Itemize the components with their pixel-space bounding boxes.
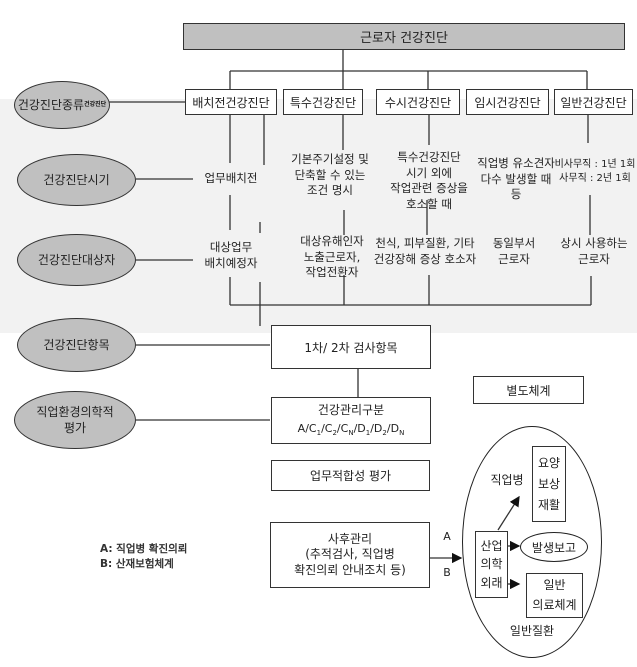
timing-line: 시기 외에	[406, 165, 452, 180]
timing-line: 다수 발생할 때	[480, 171, 552, 186]
exam-type-label: 수시건강진단	[384, 95, 452, 110]
clinic-line: 산업	[480, 538, 503, 553]
legend-item-a: A: 직업병 확진의뢰	[100, 543, 188, 555]
exam-type-box-1: 특수건강진단	[283, 89, 363, 115]
target-line: 근로자	[578, 251, 610, 266]
timing-text-1: 기본주기설정 및 단축할 수 있는 조건 명시	[278, 152, 382, 199]
work-fitness-box: 업무적합성 평가	[271, 460, 430, 491]
followup-box: 사후관리 (추적검사, 직업병 확진의뢰 안내조치 등)	[270, 522, 430, 588]
legend-item-b: B: 산재보험체계	[100, 558, 174, 571]
oval-evaluation-line1: 직업환경의학적	[36, 404, 114, 419]
oval-exam-targets: 건강진단대상자	[17, 234, 136, 286]
clinic-line: 외래	[480, 575, 503, 590]
oval-exam-timing: 건강진단시기	[17, 154, 136, 206]
timing-line: 특수건강진단	[397, 150, 461, 164]
general-care-box: 일반 의료체계	[526, 573, 583, 618]
followup-line: (추적검사, 직업병	[305, 547, 395, 562]
arrow-label-b: B	[443, 566, 451, 579]
timing-line: 기본주기설정 및	[291, 152, 369, 166]
timing-line: 사무직 : 2년 1회	[559, 172, 631, 184]
compensation-line: 재활	[537, 497, 561, 512]
target-line: 노출근로자,	[303, 249, 361, 264]
health-mgmt-codes: A/C1/C2/CN/D1/D2/DN	[297, 422, 405, 438]
arrow-label-a: A	[443, 530, 451, 543]
exam-type-box-2: 수시건강진단	[376, 89, 460, 115]
oval-exam-targets-label: 건강진단대상자	[37, 252, 116, 267]
general-care-line: 의료체계	[532, 597, 577, 612]
exam-type-box-3: 임시건강진단	[466, 89, 549, 115]
target-line: 근로자	[498, 251, 530, 266]
timing-text-3: 직업병 유소견자 다수 발생할 때 등	[471, 156, 561, 203]
exam-type-label: 배치전건강진단	[192, 95, 270, 110]
target-text-2: 천식, 피부질환, 기타 건강장해 증상 호소자	[366, 236, 484, 267]
oval-evaluation-line2: 평가	[63, 421, 87, 435]
general-care-line: 일반	[543, 577, 566, 592]
timing-line: 호소할 때	[406, 196, 452, 211]
target-line: 상시 사용하는	[560, 236, 628, 250]
report-label: 발생보고	[531, 540, 577, 555]
timing-line: 직업병 유소견자	[477, 156, 555, 170]
timing-line: 비사무직 : 1년 1회	[554, 159, 636, 170]
oval-evaluation: 직업환경의학적 평가	[14, 391, 136, 449]
title-text: 근로자 건강진단	[360, 31, 448, 46]
report-oval: 발생보고	[520, 532, 588, 562]
legend: A: 직업병 확진의뢰 B: 산재보험체계	[100, 542, 187, 572]
separate-system-label: 별도체계	[506, 383, 551, 398]
clinic-box: 산업 의학 외래	[475, 531, 508, 598]
exam-type-label: 임시건강진단	[474, 95, 541, 110]
oval-exam-items-label: 건강진단항목	[43, 337, 110, 352]
separate-system-box: 별도체계	[473, 376, 584, 404]
referral-ellipse	[462, 426, 602, 658]
target-text-4: 상시 사용하는 근로자	[552, 236, 636, 267]
timing-line: 조건 명시	[307, 183, 353, 198]
followup-line: 확진의뢰 안내조치 등)	[294, 562, 406, 577]
timing-line: 단축할 수 있는	[294, 167, 366, 182]
compensation-box: 요양 보상 재활	[532, 446, 566, 522]
exam-items-label: 1차/ 2차 검사항목	[304, 340, 398, 355]
timing-text-0: 업무배치전	[192, 171, 270, 187]
target-line: 대상업무	[209, 240, 253, 254]
oval-exam-types-overlay: 건강진단	[84, 100, 107, 108]
occupational-disease-label: 직업병	[490, 473, 524, 487]
exam-items-box: 1차/ 2차 검사항목	[271, 325, 431, 369]
title-box: 근로자 건강진단	[183, 23, 625, 50]
exam-type-label: 특수건강진단	[289, 95, 357, 110]
row-band-background	[0, 99, 637, 333]
target-line: 천식, 피부질환, 기타	[375, 236, 475, 250]
timing-line: 등	[510, 187, 522, 202]
target-line: 배치예정자	[204, 255, 258, 270]
compensation-line: 보상	[537, 476, 561, 491]
clinic-line: 의학	[480, 557, 503, 572]
compensation-line: 요양	[537, 455, 561, 470]
work-fitness-label: 업무적합성 평가	[309, 469, 392, 483]
exam-type-label: 일반건강진단	[560, 95, 627, 110]
oval-exam-types-label: 건강진단종류	[17, 97, 85, 112]
target-line: 대상유해인자	[300, 234, 364, 248]
exam-type-box-4: 일반건강진단	[554, 89, 633, 115]
exam-type-box-0: 배치전건강진단	[185, 89, 277, 115]
oval-exam-timing-label: 건강진단시기	[43, 172, 110, 187]
health-mgmt-box: 건강관리구분 A/C1/C2/CN/D1/D2/DN	[271, 397, 431, 444]
target-line: 건강장해 증상 호소자	[373, 251, 477, 266]
timing-line: 작업관련 증상을	[390, 181, 468, 196]
target-line: 동일부서	[492, 236, 536, 250]
timing-text-2: 특수건강진단 시기 외에 작업관련 증상을 호소할 때	[382, 150, 476, 212]
timing-text-4: 비사무직 : 1년 1회 사무직 : 2년 1회	[553, 158, 637, 185]
oval-exam-items: 건강진단항목	[17, 318, 136, 372]
general-disease-label: 일반질환	[509, 624, 555, 638]
target-line: 작업전환자	[305, 265, 359, 280]
target-text-1: 대상유해인자 노출근로자, 작업전환자	[282, 234, 382, 281]
health-mgmt-title: 건강관리구분	[317, 403, 385, 418]
followup-title: 사후관리	[327, 531, 373, 546]
timing-line: 업무배치전	[204, 171, 258, 185]
target-text-3: 동일부서 근로자	[481, 236, 547, 267]
target-text-0: 대상업무 배치예정자	[192, 240, 270, 271]
